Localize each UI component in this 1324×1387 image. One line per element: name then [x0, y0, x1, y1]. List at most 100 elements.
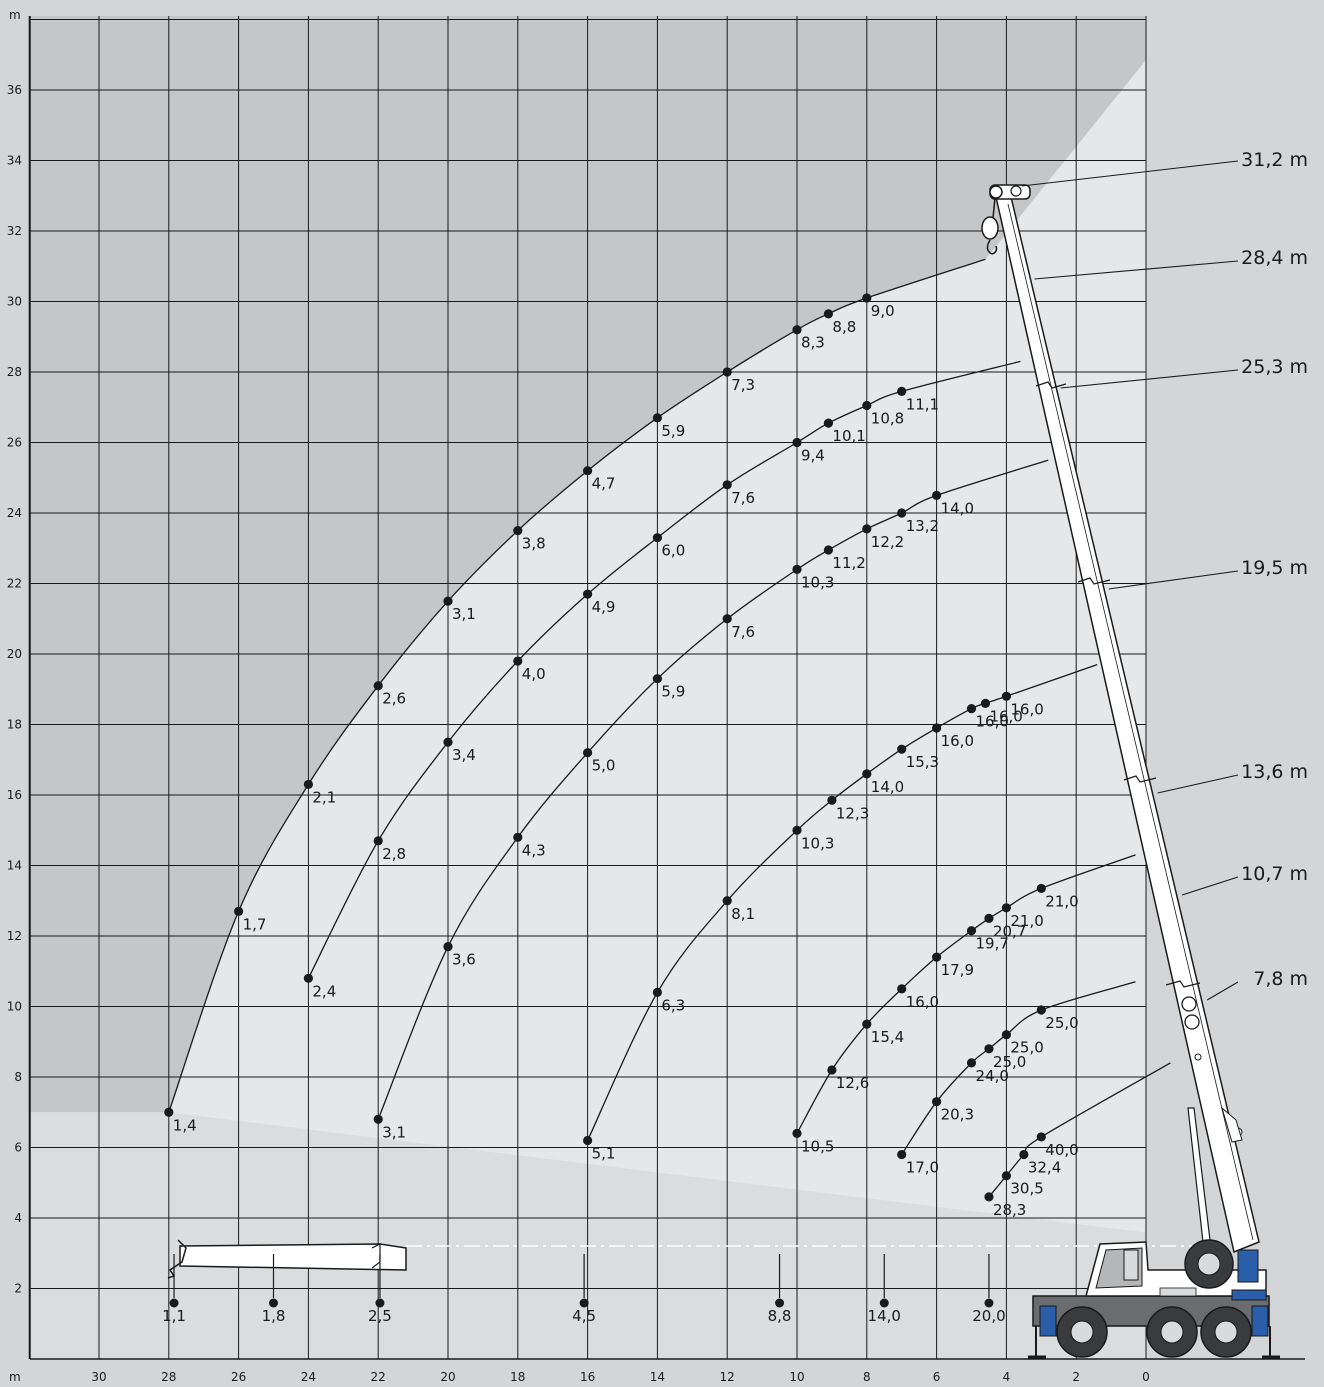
load-label: 20,7	[993, 922, 1026, 940]
x-tick-label: 30	[91, 1370, 106, 1384]
boom-length-label: 25,3 m	[1241, 356, 1308, 378]
x-tick-label: 14	[650, 1370, 665, 1384]
load-label: 16,0	[976, 713, 1009, 731]
load-label: 7,6	[731, 623, 755, 641]
load-point	[373, 1114, 383, 1124]
load-label: 32,4	[1028, 1159, 1061, 1177]
load-curves: 1,41,72,12,63,13,84,75,97,38,38,89,02,42…	[164, 258, 1171, 1219]
load-label: 40,0	[1045, 1141, 1078, 1159]
load-label: 12,6	[836, 1074, 869, 1092]
load-label: 5,9	[661, 422, 685, 440]
load-point	[1036, 1005, 1046, 1015]
load-point	[932, 1097, 942, 1107]
carrier	[1028, 1239, 1280, 1359]
load-label: 4,9	[592, 598, 616, 616]
boom-label-leader	[1060, 369, 1239, 389]
load-label: 3,1	[382, 1123, 406, 1141]
load-point	[443, 737, 453, 747]
load-point	[164, 1107, 174, 1117]
y-tick-label: 20	[7, 647, 22, 661]
y-tick-label: 8	[14, 1070, 22, 1084]
x-tick-label: 8	[863, 1370, 871, 1384]
load-point	[722, 480, 732, 490]
load-label: 8,1	[731, 905, 755, 923]
load-point	[827, 795, 837, 805]
boom-label-leader	[1034, 260, 1239, 280]
load-label: 5,9	[661, 683, 685, 701]
x-tick-label: 6	[933, 1370, 941, 1384]
load-label: 8,3	[801, 334, 825, 352]
load-point	[897, 1149, 907, 1160]
y-tick-label: 32	[7, 224, 22, 238]
y-tick-label: 2	[14, 1282, 22, 1296]
load-point	[980, 698, 991, 708]
hook-label: 2,5	[368, 1307, 392, 1325]
load-label: 6,3	[661, 996, 685, 1014]
boom-label-leader	[1021, 160, 1239, 187]
boom-extension-stowed	[167, 1239, 1200, 1279]
load-label: 15,3	[906, 753, 939, 771]
load-label: 10,3	[801, 573, 834, 591]
load-label: 10,8	[871, 409, 904, 427]
load-point	[1019, 1149, 1029, 1160]
boom-length-label: 31,2 m	[1241, 149, 1308, 171]
load-label: 1,7	[243, 915, 267, 933]
load-point	[862, 400, 872, 411]
load-label: 25,0	[1010, 1039, 1043, 1057]
load-point	[823, 418, 834, 428]
load-curve: 28,330,532,440,0	[984, 1062, 1171, 1219]
load-point	[932, 952, 942, 962]
x-tick-label: 16	[580, 1370, 595, 1384]
y-tick-label: 30	[7, 295, 22, 309]
load-point	[652, 413, 663, 423]
load-label: 2,6	[382, 690, 406, 708]
y-tick-label: 24	[7, 506, 22, 520]
load-point	[792, 325, 802, 335]
load-label: 1,4	[173, 1116, 197, 1134]
load-label: 9,0	[871, 302, 895, 320]
load-label: 25,0	[1045, 1014, 1078, 1032]
x-tick-label: 18	[510, 1370, 525, 1384]
load-point	[966, 1058, 977, 1068]
load-point	[1036, 883, 1046, 894]
load-point	[897, 744, 907, 754]
load-label: 10,5	[801, 1137, 834, 1155]
load-point	[792, 437, 802, 448]
hook-point	[984, 1298, 994, 1308]
y-tick-label: 6	[14, 1141, 22, 1155]
load-point	[1001, 1171, 1012, 1181]
boom-head	[981, 184, 1031, 255]
hook-point	[269, 1298, 278, 1308]
y-tick-label: 14	[7, 859, 22, 873]
load-label: 11,2	[832, 554, 865, 572]
load-point	[984, 1192, 994, 1202]
load-label: 25,0	[993, 1053, 1026, 1071]
load-point	[583, 589, 593, 599]
load-point	[823, 545, 834, 555]
load-point	[652, 533, 663, 543]
x-tick-label: 10	[789, 1370, 804, 1384]
boom-label-leader	[1157, 774, 1239, 794]
boom-length-label: 10,7 m	[1241, 863, 1308, 885]
load-label: 16,0	[941, 732, 974, 750]
load-label: 16,0	[989, 707, 1022, 725]
boom-length-label: 28,4 m	[1241, 247, 1308, 269]
load-label: 9,4	[801, 447, 825, 465]
load-curve: 3,13,64,35,05,97,610,311,212,213,214,0	[373, 459, 1049, 1141]
load-point	[897, 508, 907, 518]
load-label: 13,2	[906, 517, 939, 535]
y-tick-label: 18	[7, 718, 22, 732]
load-label: 3,1	[452, 605, 476, 623]
load-label: 3,4	[452, 746, 476, 764]
boom-length-labels: 31,2 m28,4 m25,3 m19,5 m13,6 m10,7 m7,8 …	[1021, 149, 1308, 1001]
load-point	[583, 466, 593, 476]
y-tick-label: 36	[7, 83, 22, 97]
load-point	[652, 987, 663, 998]
x-tick-label: 12	[720, 1370, 735, 1384]
load-point	[792, 825, 802, 835]
load-point	[897, 386, 907, 396]
hook-point	[775, 1298, 785, 1308]
